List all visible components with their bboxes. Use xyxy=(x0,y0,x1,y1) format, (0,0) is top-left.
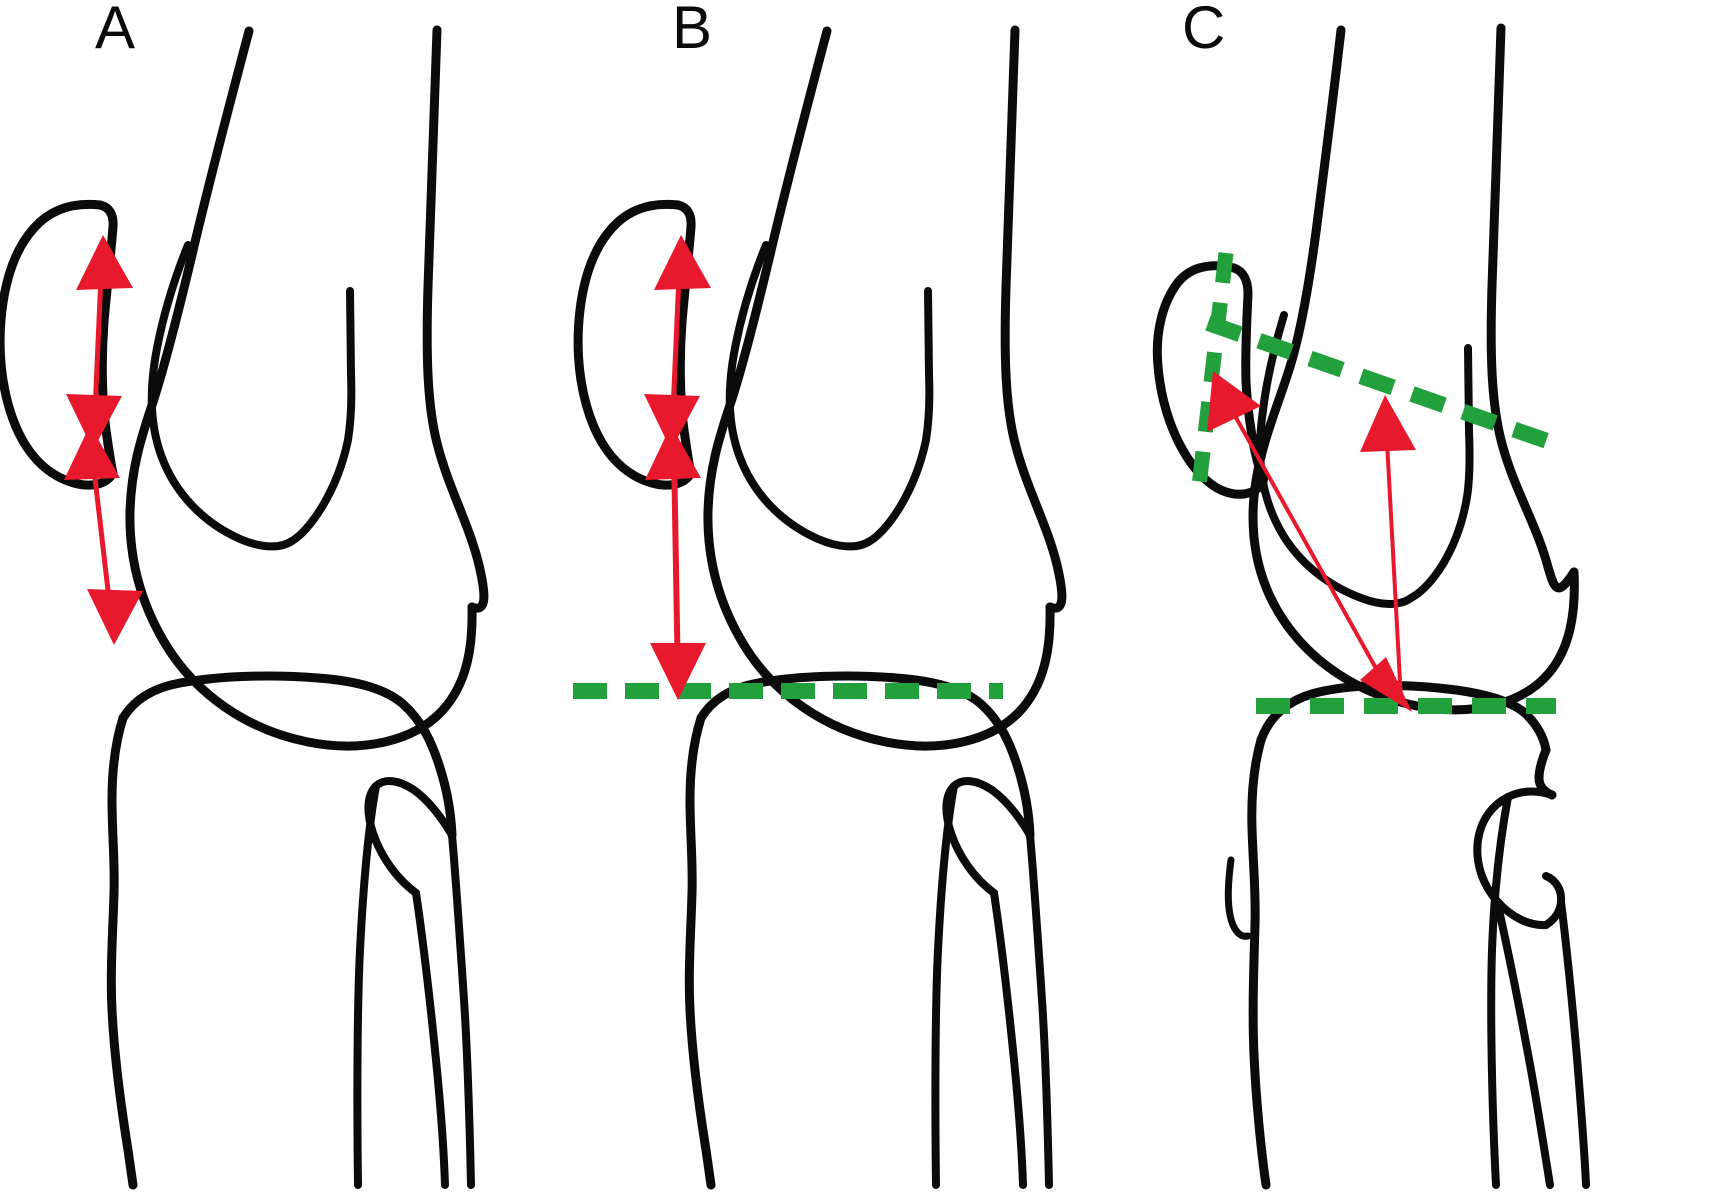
tibia-outline xyxy=(1256,680,1551,755)
fibula-lateral-line xyxy=(448,831,475,1189)
tibia-lateral-cortex xyxy=(1487,793,1512,1189)
fibula-lateral-line xyxy=(1557,898,1590,1189)
tibia-lateral-cortex xyxy=(353,782,380,1189)
panel-label-b: B xyxy=(672,0,713,61)
patella-articular-surface xyxy=(95,200,118,478)
femur-condyle-notch xyxy=(288,287,356,545)
plateau-arrow-head-bottom xyxy=(1360,657,1412,712)
femur-left-cortex xyxy=(1248,25,1579,715)
panel-b-drawing xyxy=(573,25,1067,1190)
patellar-tendon-arrow-head-top xyxy=(64,425,120,480)
femur-condyle-notch xyxy=(1407,344,1474,602)
patella-outline xyxy=(573,199,696,490)
panel-c-drawing xyxy=(1152,23,1590,1190)
fibula-shaft xyxy=(412,889,449,1189)
panel-c xyxy=(1152,0,1733,1194)
tibia-medial-cortex xyxy=(106,713,138,1190)
patella-distance-arrow-shaft xyxy=(1218,388,1394,698)
patella-articular-arrow-head-bottom xyxy=(644,394,700,450)
femur-right-cortex xyxy=(422,25,489,613)
femur-trochlear-line xyxy=(147,241,296,551)
panel-a-drawing xyxy=(0,25,489,1190)
patella-outline xyxy=(1152,261,1269,499)
fibula-shaft xyxy=(990,889,1027,1189)
patella-length-arrow-head-bottom xyxy=(66,394,122,450)
femur-right-cortex xyxy=(1486,23,1579,593)
fibula-lateral-line xyxy=(1026,831,1053,1189)
femur-left-cortex xyxy=(703,26,1055,751)
tibia-outline xyxy=(696,671,1035,840)
femur-trochlear-line xyxy=(725,241,874,551)
condyle-distance-arrow-shaft xyxy=(1384,422,1403,701)
femoral-condyle-reference-line xyxy=(1205,315,1553,450)
tibia-lateral-cortex xyxy=(931,782,958,1189)
patellar-axis-line xyxy=(1190,252,1234,496)
patella-distance-arrow-head-top xyxy=(1207,371,1261,432)
patella-articular-surface xyxy=(1229,263,1269,482)
patella-length-arrow-head-top xyxy=(76,235,133,290)
patella-outline xyxy=(0,199,118,490)
patella-to-plateau-arrow-head-top xyxy=(645,425,701,480)
femur-trochlear-line xyxy=(1256,311,1415,608)
patella-to-plateau-arrow-head-bottom xyxy=(650,643,706,700)
fibula-shaft xyxy=(1493,897,1554,1189)
patella-articular-surface xyxy=(673,200,696,478)
tibia-outline xyxy=(118,671,457,840)
tibia-medial-cortex xyxy=(684,713,716,1190)
fibula-head xyxy=(364,777,456,897)
fibula-head xyxy=(1473,787,1556,930)
femur-condyle-notch xyxy=(866,287,934,545)
patellar-tendon-arrow-head-bottom xyxy=(87,589,143,645)
tibia-spine-detail xyxy=(1224,856,1252,940)
panel-label-c: C xyxy=(1182,0,1226,61)
femur-right-cortex xyxy=(1000,25,1067,613)
femur-left-cortex xyxy=(125,26,477,751)
panel-label-a: A xyxy=(95,0,136,61)
panel-a xyxy=(0,0,578,1194)
tibia-medial-cortex xyxy=(1247,735,1271,1190)
condyle-distance-arrow-head-top xyxy=(1360,395,1416,452)
patella-articular-arrow-head-top xyxy=(654,235,711,290)
panel-b xyxy=(573,0,1156,1194)
fibula-head xyxy=(942,777,1034,897)
